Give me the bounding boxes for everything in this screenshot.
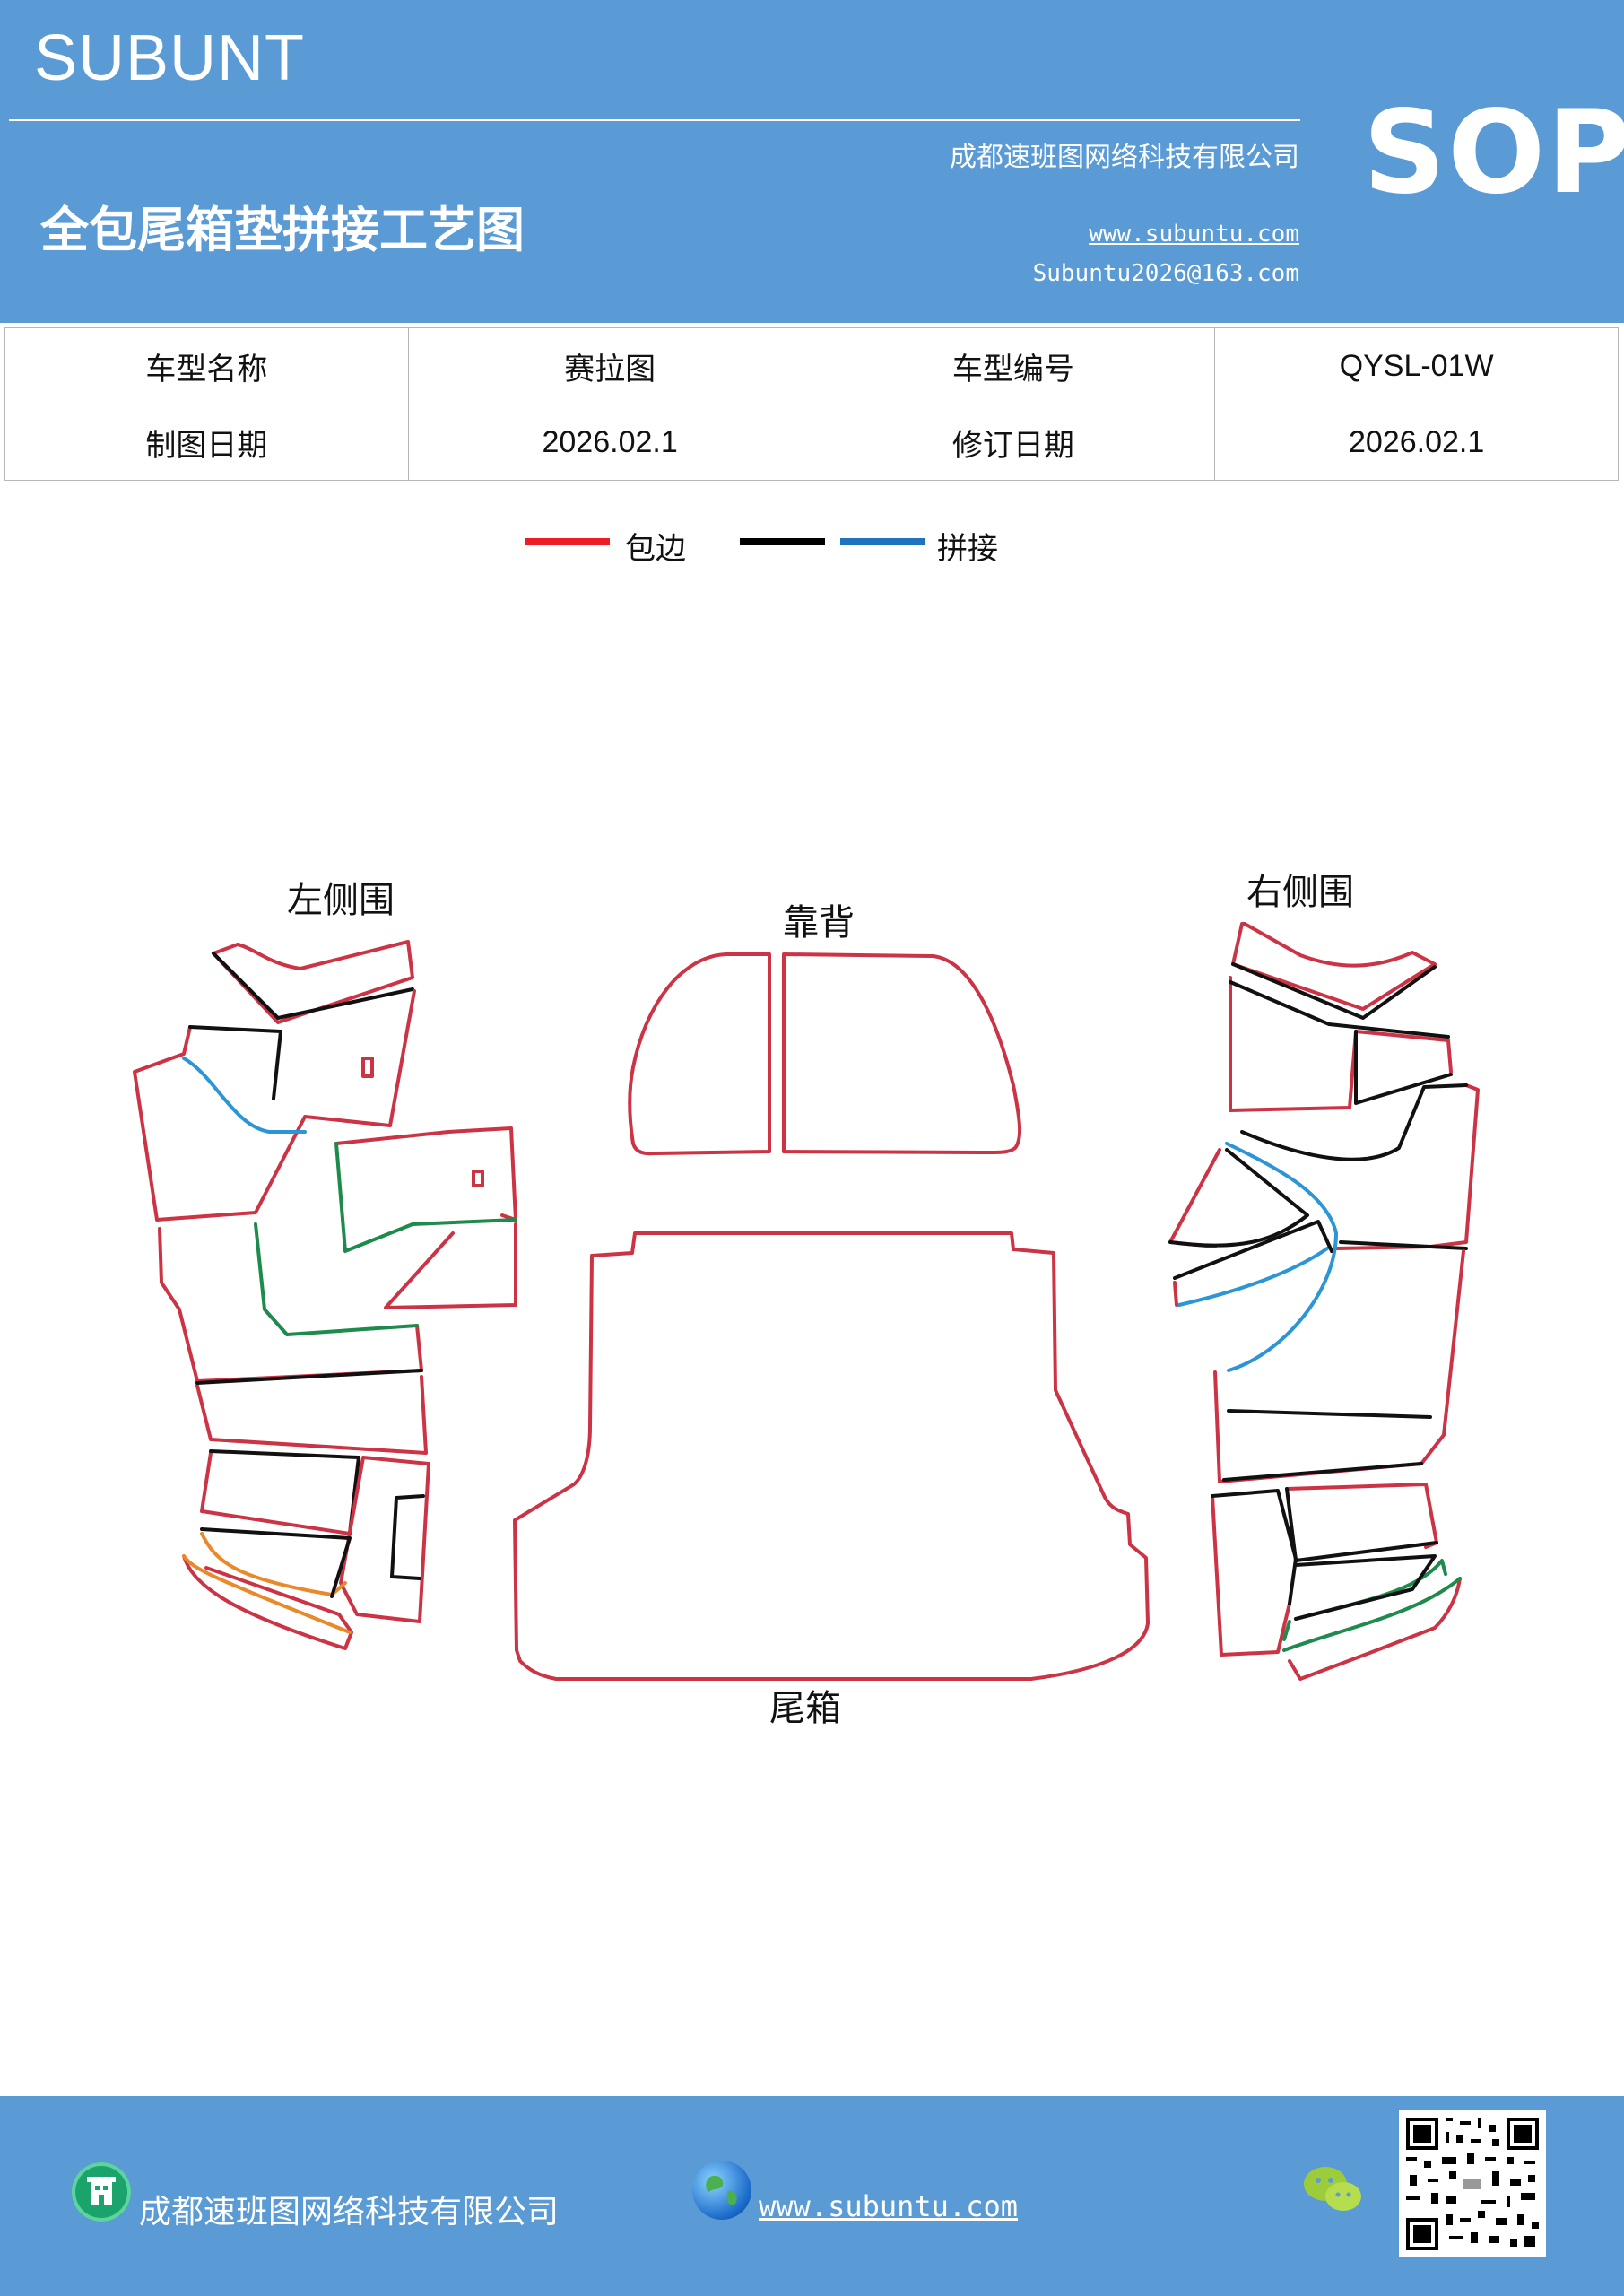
legend-join-label: 拼接 bbox=[937, 531, 998, 567]
right-side-outline-d bbox=[1168, 1148, 1221, 1248]
sop-mark: SOP bbox=[1363, 86, 1624, 220]
right-side-seam-a bbox=[1231, 962, 1437, 1020]
table-row: 车型名称 赛拉图 车型编号 QYSL-01W bbox=[4, 327, 1619, 404]
model-name-value: 赛拉图 bbox=[407, 327, 812, 404]
left-side-outline-e bbox=[158, 1227, 423, 1383]
right-side-seam-black-c bbox=[1240, 1083, 1468, 1161]
left-side-outline-f bbox=[195, 1375, 428, 1455]
info-table: 车型名称 赛拉图 车型编号 QYSL-01W 制图日期 2026.02.1 修订… bbox=[4, 327, 1619, 481]
legend: 包边 拼接 bbox=[0, 520, 1624, 574]
legend-join-swatch bbox=[840, 538, 925, 545]
legend-wrap-label: 包边 bbox=[625, 531, 686, 567]
left-side-outline-i bbox=[182, 1554, 353, 1650]
left-side-label: 左侧围 bbox=[287, 880, 395, 921]
email-address: Subuntu2026@163.com bbox=[1032, 260, 1299, 287]
right-side-seam-black-c2 bbox=[1339, 1240, 1468, 1250]
right-side-seam-green bbox=[1282, 1559, 1462, 1652]
left-side-seam-blue bbox=[182, 1057, 307, 1134]
globe-icon bbox=[692, 2161, 751, 2220]
right-side-seam-blue bbox=[1177, 1142, 1338, 1372]
right-side-seam-black-g bbox=[1211, 1489, 1298, 1605]
footer-website-link[interactable]: www.subuntu.com bbox=[759, 2189, 1018, 2223]
right-side-seam-black-i bbox=[1294, 1554, 1437, 1621]
qr-code-image bbox=[1399, 2110, 1546, 2257]
left-side-seam-black-d bbox=[200, 1527, 352, 1598]
right-side-outline-g bbox=[1285, 1483, 1438, 1549]
right-side-outline-f bbox=[1211, 1494, 1291, 1657]
trunk-label: 尾箱 bbox=[769, 1688, 841, 1729]
right-side-outline-e bbox=[1173, 1249, 1465, 1483]
left-side-seam-black-c bbox=[390, 1494, 425, 1580]
left-side-outline-b bbox=[133, 989, 416, 1222]
left-side-outline-a bbox=[212, 940, 414, 1024]
left-side-outline-h bbox=[339, 1456, 430, 1623]
left-side-seam-b bbox=[188, 1025, 282, 1100]
right-side-seam-black-d bbox=[1168, 1148, 1309, 1248]
backrest-left-piece bbox=[628, 952, 771, 1156]
left-side-outline-g bbox=[200, 1451, 360, 1535]
left-side-outline-c bbox=[334, 1126, 517, 1222]
model-code-label: 车型编号 bbox=[811, 327, 1216, 404]
header-divider bbox=[9, 119, 1300, 121]
right-side-seam-black-h bbox=[1285, 1487, 1438, 1562]
legend-black-swatch bbox=[740, 538, 825, 545]
right-side-seam-black-e bbox=[1173, 1220, 1333, 1280]
drawing-date-value: 2026.02.1 bbox=[407, 404, 812, 481]
model-name-label: 车型名称 bbox=[4, 327, 409, 404]
model-code-value: QYSL-01W bbox=[1214, 327, 1619, 404]
trunk-floor-piece bbox=[513, 1231, 1150, 1681]
wechat-icon bbox=[1302, 2162, 1365, 2216]
right-side-seam-black-f bbox=[1222, 1409, 1432, 1482]
building-icon bbox=[72, 2162, 131, 2222]
left-side-seam-black-b bbox=[209, 1449, 360, 1535]
left-side-seam-a bbox=[212, 952, 414, 1020]
brand-logo-text: SUBUNT bbox=[34, 22, 306, 94]
left-side-hole-a bbox=[361, 1057, 374, 1078]
revision-date-value: 2026.02.1 bbox=[1214, 404, 1619, 481]
right-side-label: 右侧围 bbox=[1246, 872, 1354, 913]
left-side-seam-black-a bbox=[195, 1369, 423, 1385]
legend-wrap-swatch bbox=[525, 538, 610, 545]
footer-banner: 成都速班图网络科技有限公司 www.subuntu.com bbox=[0, 2096, 1624, 2296]
drawing-date-label: 制图日期 bbox=[4, 404, 409, 481]
table-row: 制图日期 2026.02.1 修订日期 2026.02.1 bbox=[4, 404, 1619, 481]
backrest-right-piece bbox=[782, 952, 1022, 1155]
left-side-seam-green-a bbox=[334, 1142, 517, 1253]
right-side-outline-a bbox=[1231, 922, 1437, 1011]
right-side-outline-c bbox=[1334, 1083, 1480, 1250]
website-link[interactable]: www.subuntu.com bbox=[1089, 221, 1299, 248]
left-side-hole-b bbox=[472, 1170, 484, 1187]
right-side-seam-b bbox=[1229, 980, 1453, 1105]
right-side-outline-b bbox=[1229, 976, 1453, 1112]
document-title: 全包尾箱垫拼接工艺图 bbox=[40, 202, 525, 258]
revision-date-label: 修订日期 bbox=[811, 404, 1216, 481]
left-side-seam-green-b bbox=[254, 1222, 419, 1336]
company-name: 成都速班图网络科技有限公司 bbox=[950, 142, 1299, 173]
footer-company-name: 成都速班图网络科技有限公司 bbox=[139, 2194, 560, 2231]
right-side-outline-h bbox=[1288, 1577, 1462, 1681]
back-label: 靠背 bbox=[783, 902, 855, 944]
left-side-outline-d bbox=[384, 1222, 517, 1309]
header-banner: SUBUNT 成都速班图网络科技有限公司 SOP 全包尾箱垫拼接工艺图 www.… bbox=[0, 0, 1624, 323]
left-side-seam-orange bbox=[182, 1532, 352, 1634]
